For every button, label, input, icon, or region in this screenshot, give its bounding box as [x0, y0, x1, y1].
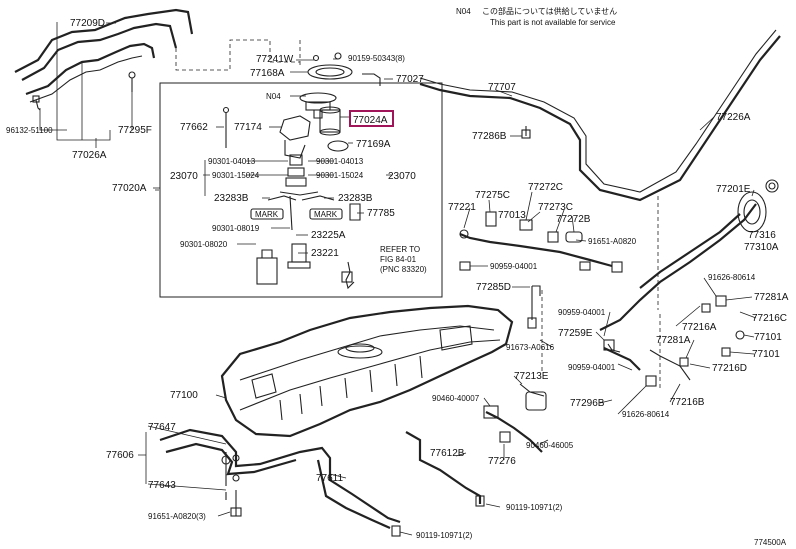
label-77272b: 77272B	[556, 214, 591, 225]
label-23070-left: 23070	[170, 171, 198, 182]
label-refer-fig: FIG 84-01	[380, 255, 417, 264]
label-90119-10971-bottom: 90119-10971(2)	[416, 531, 473, 540]
label-91673-a0616: 91673-A0616	[506, 343, 555, 352]
label-90301-08019: 90301-08019	[212, 224, 260, 233]
label-77285d: 77285D	[476, 282, 511, 293]
label-90959-04001-c: 90959-04001	[568, 363, 616, 372]
label-77100: 77100	[170, 390, 198, 401]
label-n04: N04	[266, 92, 281, 101]
label-mark-left: MARK	[255, 210, 279, 219]
note-en: This part is not available for service	[490, 18, 616, 27]
label-91651-a0820-top: 91651-A0820	[588, 237, 637, 246]
label-77662: 77662	[180, 122, 208, 133]
label-77611: 77611	[316, 473, 344, 484]
label-23070-right: 23070	[388, 171, 416, 182]
label-77024a: 77024A	[353, 115, 388, 126]
highlight-box-77024a	[349, 110, 394, 127]
label-77101-b: 77101	[752, 349, 780, 360]
label-77259e: 77259E	[558, 328, 593, 339]
label-77216a: 77216A	[682, 322, 717, 333]
note-jp: この部品については供給していません	[482, 6, 617, 16]
label-90460-40007: 90460-40007	[432, 394, 480, 403]
label-91626-80614-b: 91626-80614	[622, 410, 670, 419]
label-90460-46005: 90460-46005	[526, 441, 574, 450]
label-77026a: 77026A	[72, 150, 107, 161]
label-77013: 77013	[498, 210, 526, 221]
label-77226a: 77226A	[716, 112, 751, 123]
label-91626-80614-a: 91626-80614	[708, 273, 756, 282]
label-91651-a0820-3: 91651-A0820(3)	[148, 512, 206, 521]
label-90301-04013-right: 90301-04013	[316, 157, 364, 166]
label-96132-51100: 96132-51100	[6, 126, 53, 135]
label-77101-a: 77101	[754, 332, 782, 343]
label-refer-to: REFER TO	[380, 245, 420, 254]
label-77275c: 77275C	[475, 190, 510, 201]
label-90159-50343: 90159-50343(8)	[348, 54, 405, 63]
label-77296b: 77296B	[570, 398, 605, 409]
label-90301-15024-right: 90301-15024	[316, 171, 364, 180]
label-77286b: 77286B	[472, 131, 507, 142]
label-77201e: 77201E	[716, 184, 751, 195]
label-77273c: 77273C	[538, 202, 573, 213]
label-refer-pnc: (PNC 83320)	[380, 265, 427, 274]
label-77020a: 77020A	[112, 183, 147, 194]
label-77174: 77174	[234, 122, 262, 133]
vent-line-illustration	[459, 126, 623, 453]
label-77785: 77785	[367, 208, 395, 219]
label-77213e: 77213E	[514, 371, 549, 382]
label-77606: 77606	[106, 450, 134, 461]
label-77168a: 77168A	[250, 68, 285, 79]
label-77216d: 77216D	[712, 363, 747, 374]
label-77643: 77643	[148, 480, 176, 491]
leader-lines	[39, 22, 757, 536]
figure-code: 774500A	[754, 538, 787, 547]
label-77276: 77276	[488, 456, 516, 467]
fuel-tank-illustration	[220, 304, 514, 438]
label-90959-04001-a: 90959-04001	[490, 262, 538, 271]
label-90959-04001-b: 90959-04001	[558, 308, 606, 317]
label-90119-10971-right: 90119-10971(2)	[506, 503, 563, 512]
label-77707: 77707	[488, 82, 516, 93]
label-77310a: 77310A	[744, 242, 779, 253]
filler-pipe-illustration	[419, 29, 781, 387]
label-77281a-a: 77281A	[754, 292, 789, 303]
label-77216c: 77216C	[752, 313, 787, 324]
label-77272c: 77272C	[528, 182, 563, 193]
leader-77026a	[56, 22, 111, 141]
label-77295f: 77295F	[118, 125, 152, 136]
label-mark-right: MARK	[314, 210, 338, 219]
label-23283b-left: 23283B	[214, 193, 249, 204]
label-77209d: 77209D	[70, 18, 105, 29]
label-90301-15024-left: 90301-15024	[212, 171, 260, 180]
label-77647: 77647	[148, 422, 176, 433]
fuel-pump-assembly-box	[159, 82, 443, 298]
label-77027: 77027	[396, 74, 424, 85]
note-code: N04	[456, 7, 471, 16]
tank-straps-illustration	[159, 428, 485, 537]
label-90301-08020: 90301-08020	[180, 240, 228, 249]
label-23225a: 23225A	[311, 230, 346, 241]
label-23283b-right: 23283B	[338, 193, 373, 204]
label-77221: 77221	[448, 202, 476, 213]
label-77216b: 77216B	[670, 397, 705, 408]
label-77281a-b: 77281A	[656, 335, 691, 346]
label-90301-04013-left: 90301-04013	[208, 157, 256, 166]
label-77316: 77316	[748, 230, 776, 241]
label-23221: 23221	[311, 248, 339, 259]
dashed-region-top	[175, 39, 300, 71]
fuel-pump-assembly-illustration	[222, 92, 361, 290]
label-77241w: 77241W	[256, 54, 294, 65]
label-77169a: 77169A	[356, 139, 391, 150]
label-77612b: 77612B	[430, 448, 465, 459]
